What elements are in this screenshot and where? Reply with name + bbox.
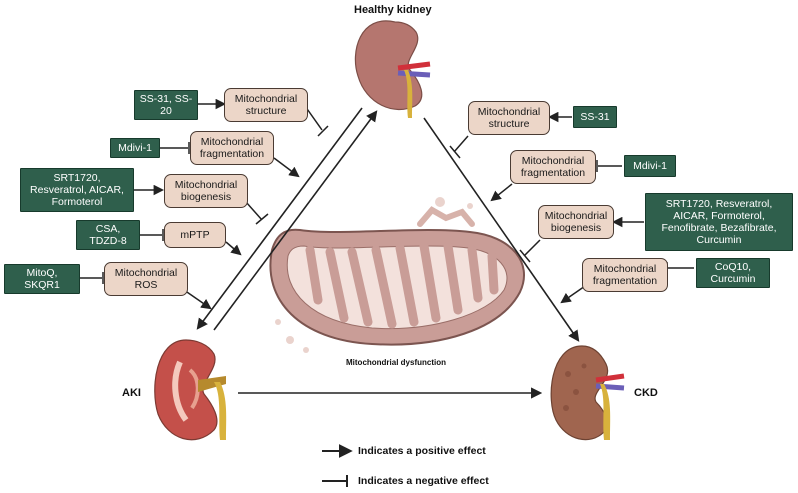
legend-negative-label: Indicates a negative effect (358, 475, 489, 487)
mitochondrion-illustration (269, 197, 525, 353)
cycle-arrows (196, 107, 580, 399)
right-mech-fragmentation-2: Mitochondrial fragmentation (582, 258, 668, 292)
ckd-label: CKD (634, 387, 658, 399)
right-mech-structure: Mitochondrial structure (468, 101, 550, 135)
left-mech-biogenesis: Mitochondrial biogenesis (164, 174, 248, 208)
arrow-aki-to-kidney (213, 110, 378, 331)
arrow-kidney-to-aki (196, 107, 363, 330)
left-connectors (80, 98, 329, 310)
healthy-kidney-icon (354, 20, 431, 118)
left-mech-mptp: mPTP (164, 222, 226, 248)
right-drug-ss31: SS-31 (573, 106, 617, 128)
left-drug-ss31-ss20: SS-31, SS-20 (134, 90, 198, 120)
mitochondrial-dysfunction-label: Mitochondrial dysfunction (346, 358, 446, 367)
left-mech-fragmentation: Mitochondrial fragmentation (190, 131, 274, 165)
left-drug-mdivi1: Mdivi-1 (110, 138, 160, 158)
arrow-kidney-to-ckd (423, 117, 580, 342)
left-mech-ros: Mitochondrial ROS (104, 262, 188, 296)
right-drug-srt1720-group: SRT1720, Resveratrol, AICAR, Formoterol,… (645, 193, 793, 251)
right-drug-mdivi1: Mdivi-1 (624, 155, 676, 177)
right-mech-biogenesis: Mitochondrial biogenesis (538, 205, 614, 239)
left-mech-structure: Mitochondrial structure (224, 88, 308, 122)
left-drug-mitoq-skqr1: MitoQ, SKQR1 (4, 264, 80, 294)
aki-kidney-icon (154, 339, 227, 441)
healthy-kidney-label: Healthy kidney (354, 4, 432, 16)
legend-positive-label: Indicates a positive effect (358, 445, 486, 457)
ckd-kidney-icon (550, 345, 625, 441)
legend-symbols (322, 444, 353, 487)
right-drug-coq10-curcumin: CoQ10, Curcumin (696, 258, 770, 288)
left-drug-srt1720-group: SRT1720, Resveratrol, AICAR, Formoterol (20, 168, 134, 212)
aki-label: AKI (122, 387, 141, 399)
left-drug-csa-tdzd8: CSA, TDZD-8 (76, 220, 140, 250)
right-mech-fragmentation: Mitochondrial fragmentation (510, 150, 596, 184)
